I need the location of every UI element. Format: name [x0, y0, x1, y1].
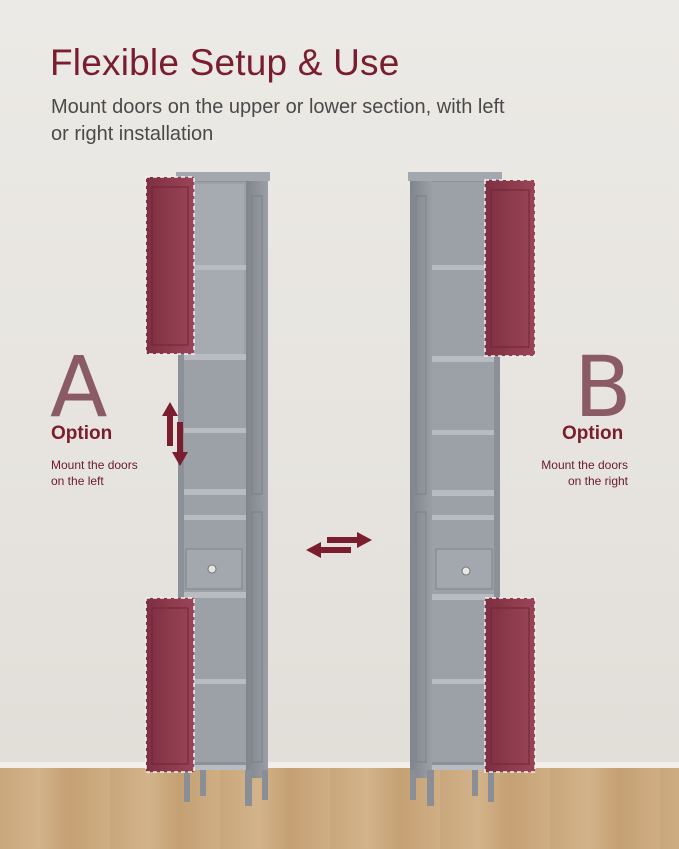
wooden-floor [0, 762, 679, 849]
cabinet-right [408, 172, 536, 806]
option-a-label: Option [51, 423, 113, 444]
swap-arrows-icon [306, 532, 372, 558]
option-b-description: Mount the doors on the right [508, 457, 628, 489]
option-b-label: Option [562, 423, 624, 444]
cabinet-left [145, 172, 270, 806]
option-b-description-line2: on the right [567, 474, 628, 488]
option-b-letter: B [574, 338, 632, 436]
option-a-description: Mount the doors on the left [51, 457, 171, 489]
page-subtitle: Mount doors on the upper or lower sectio… [51, 96, 505, 145]
up-down-arrows-icon [162, 402, 188, 466]
option-a-description-line1: Mount the doors [51, 458, 138, 472]
page-title: Flexible Setup & Use [50, 42, 400, 83]
option-a-description-line2: on the left [51, 474, 104, 488]
option-b-description-line1: Mount the doors [541, 458, 628, 472]
option-a-letter: A [50, 338, 108, 436]
